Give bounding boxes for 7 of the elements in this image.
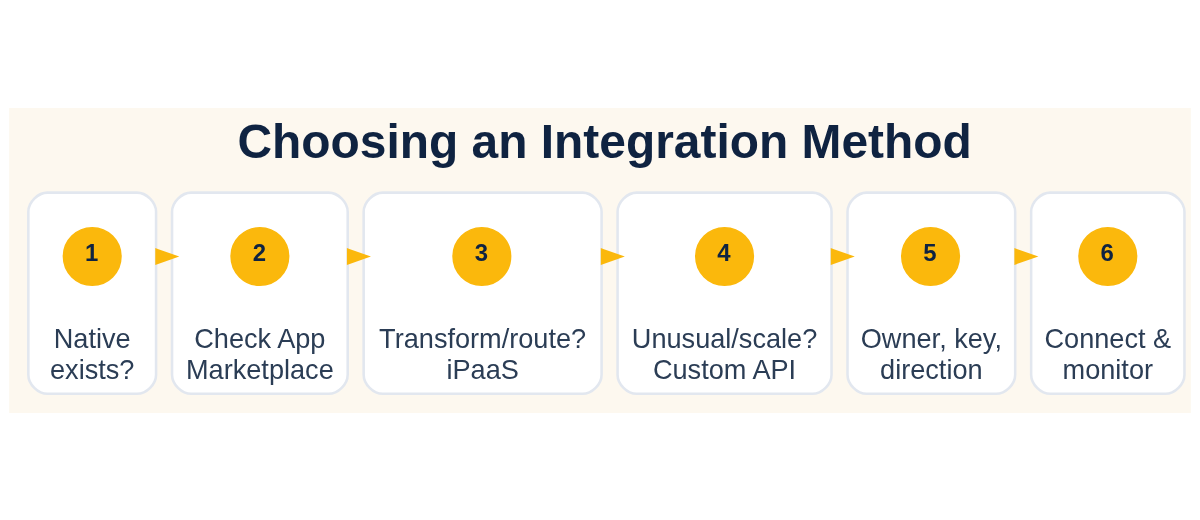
node-circle: 3: [452, 226, 512, 286]
node-circle: 4: [695, 226, 755, 286]
node-circle: 2: [230, 226, 290, 286]
diagram-title: Choosing an Integration Method: [237, 114, 972, 167]
node-circle: 1: [62, 226, 122, 286]
node-circle: 6: [1078, 226, 1138, 286]
node-circle: 5: [901, 226, 961, 286]
